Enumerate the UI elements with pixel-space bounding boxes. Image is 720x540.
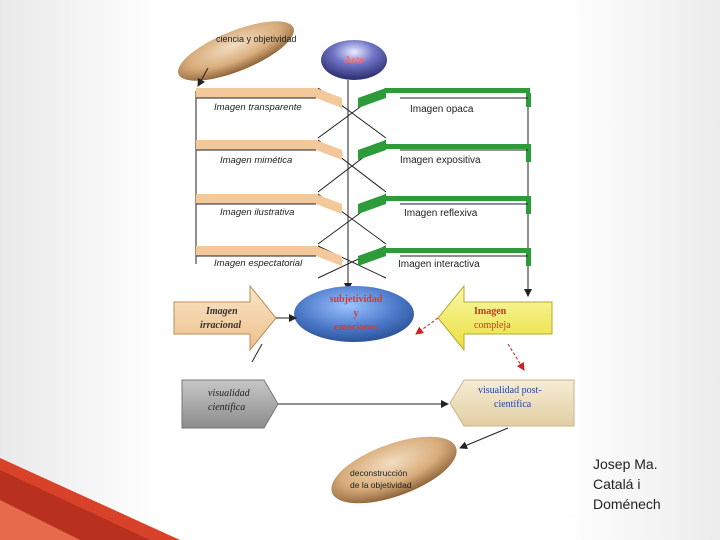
arte-label: Arte [344,55,364,66]
left-box-node: visualidad científica [181,379,279,429]
author-line-3: Doménech [593,496,661,512]
right-row-2: Imagen expositiva [400,155,481,166]
left-row-4: Imagen espectatorial [214,258,303,269]
right-box-node: visualidad post- científica [449,379,575,427]
center-oval-node: subjetividad y emociones [294,286,414,342]
bottom-oval-node: deconstrucción de la objetividad [331,436,457,504]
right-to-center-connector [415,317,439,335]
crossing-lines [317,87,387,279]
center-oval-line-1: subjetividad [330,294,383,305]
top-oval-arrow [197,67,209,87]
right-row-1: Imagen opaca [410,104,474,115]
right-arrow-down-connector [507,343,525,371]
left-box-line-2: científica [208,402,245,413]
bottom-oval-line-1: deconstrucción [350,468,407,478]
row-4: Imagen espectatorial Imagen interactiva [196,246,531,270]
top-oval-label: ciencia y objetividad [216,34,297,44]
left-arrow-line-2: irracional [200,320,241,331]
left-arrow-line-1: Imagen [205,306,238,317]
author-credit: Josep Ma. Catalá i Doménech [593,454,713,514]
right-box-line-2: científica [494,399,532,410]
right-box-to-bottom-connector [459,427,509,449]
center-oval-line-3: emociones [334,322,378,333]
author-line-2: Catalá i [593,476,641,492]
right-box-line-1: visualidad post- [478,385,542,396]
left-row-1: Imagen transparente [214,102,302,113]
center-oval-line-2: y [354,308,359,319]
right-arrow-line-2: compleja [474,320,511,331]
right-row-4: Imagen interactiva [398,259,480,270]
right-arrow-line-1: Imagen [474,306,507,317]
top-oval-node: ciencia y objetividad [178,21,297,81]
bottom-oval-line-2: de la objetividad [350,480,412,490]
row-2: Imagen mimética Imagen expositiva [196,140,531,166]
left-arrow-node: Imagen irracional [173,284,277,352]
left-box-line-1: visualidad [208,388,251,399]
arte-node: Arte [321,40,387,80]
right-row-3: Imagen reflexiva [404,208,478,219]
author-line-1: Josep Ma. [593,456,658,472]
left-row-3: Imagen ilustrativa [220,207,294,218]
left-arrow-down-connector [251,343,263,363]
left-row-2: Imagen mimética [220,155,292,166]
corner-decoration [0,458,180,540]
diagram-figure: ciencia y objetividad Arte [168,16,578,514]
right-arrow-node: Imagen compleja [437,284,553,352]
row-3: Imagen ilustrativa Imagen reflexiva [196,194,531,219]
diagram-canvas: ciencia y objetividad Arte [173,21,575,504]
row-1: Imagen transparente Imagen opaca [196,88,531,115]
